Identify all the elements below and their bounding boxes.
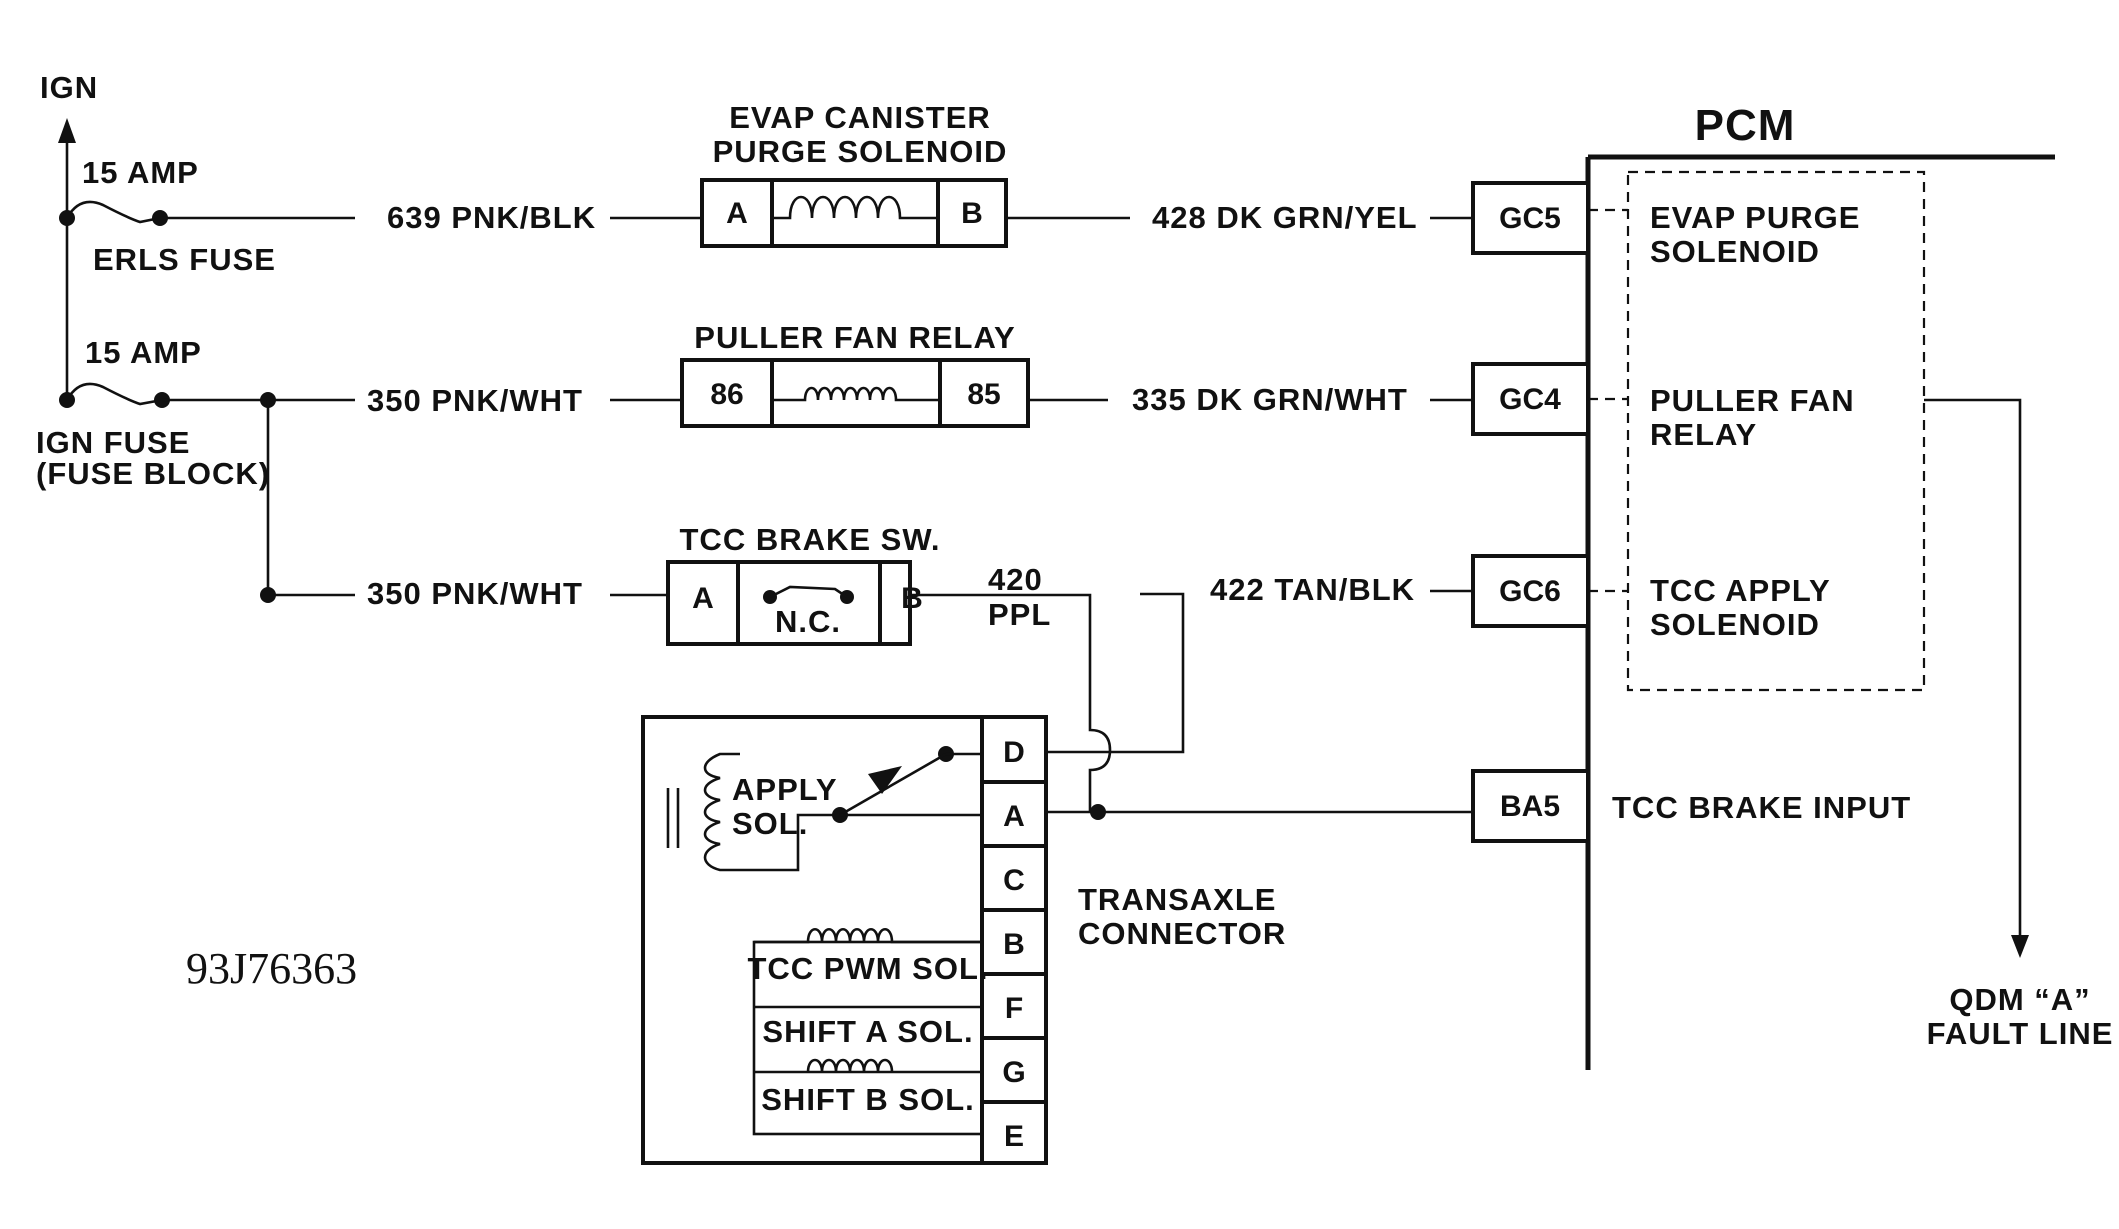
transaxle-label-2: CONNECTOR [1078, 916, 1286, 951]
tcc-pwm-label: TCC PWM SOL. [747, 951, 988, 986]
tcc-pin-a: A [692, 582, 714, 615]
wire-422-path [1046, 592, 1185, 754]
gc4-pin: GC4 [1499, 383, 1561, 416]
fuse1-amp-label: 15 AMP [82, 155, 199, 190]
evap-pin-b: B [961, 197, 983, 230]
qdm-fault-wire [1924, 398, 2022, 945]
relay-pin-86: 86 [710, 378, 743, 411]
pcm-fan-1: PULLER FAN [1650, 383, 1855, 418]
pcm-fan-2: RELAY [1650, 417, 1757, 452]
shift-a-label: SHIFT A SOL. [762, 1014, 973, 1049]
pcm-module: PCM GC5 GC4 GC6 BA5 EVAP PURGE SOLENOID … [1471, 101, 2114, 1070]
erls-fuse-icon [65, 200, 161, 224]
diode-line [839, 752, 947, 817]
pin-b: B [1003, 928, 1025, 961]
fuse2-name-label-2: (FUSE BLOCK) [36, 456, 270, 491]
ign-arrow-icon [58, 118, 76, 143]
relay-coil-icon [772, 386, 940, 402]
pin-column [980, 715, 1048, 1165]
gc6-box [1471, 554, 1590, 628]
pcm-brake-input: TCC BRAKE INPUT [1612, 790, 1911, 825]
figure-id: 93J76363 [186, 944, 357, 993]
gc5-pin: GC5 [1499, 202, 1561, 235]
diode-icon [868, 766, 902, 794]
relay-pin-85: 85 [967, 378, 1000, 411]
tcc-pwm-coil-icon [754, 928, 982, 944]
evap-title-2: PURGE SOLENOID [713, 134, 1008, 169]
pin-a: A [1003, 800, 1025, 833]
fuse2-node [59, 392, 75, 408]
wire-350b-label: 350 PNK/WHT [367, 576, 583, 611]
apply-sol-label-1: APPLY [732, 772, 838, 807]
wire-639-label: 639 PNK/BLK [387, 200, 596, 235]
transaxle-label-1: TRANSAXLE [1078, 882, 1276, 917]
coil-icon [772, 195, 938, 220]
pcm-title: PCM [1695, 101, 1796, 150]
wire-428-label: 428 DK GRN/YEL [1152, 200, 1418, 235]
wire-420-color: PPL [988, 597, 1051, 632]
qdm-label-1: QDM “A” [1949, 982, 2090, 1017]
puller-fan-relay: PULLER FAN RELAY 86 85 [680, 320, 1030, 428]
fuse2-name-label-1: IGN FUSE [36, 425, 190, 460]
ba5-pin: BA5 [1500, 790, 1560, 823]
pin-c: C [1003, 864, 1025, 897]
fuse2-amp-label: 15 AMP [85, 335, 202, 370]
switch-contact-icon [769, 585, 848, 599]
wire-350a-label: 350 PNK/WHT [367, 383, 583, 418]
pin-e: E [1004, 1120, 1024, 1153]
evap-box [700, 178, 1008, 248]
fuse1-name-label: ERLS FUSE [93, 242, 276, 277]
apply-sol-label-2: SOL. [732, 806, 808, 841]
splice-node-2 [260, 587, 276, 603]
qdm-arrow-icon [2011, 935, 2029, 958]
ign-label: IGN [40, 70, 98, 105]
ba5-splice-node [1090, 804, 1106, 820]
pcm-evap-2: SOLENOID [1650, 234, 1820, 269]
tcc-brake-switch: TCC BRAKE SW. A B N.C. [666, 522, 941, 646]
tcc-box [666, 560, 912, 646]
tcc-pin-b: B [901, 582, 923, 615]
wire-335-label: 335 DK GRN/WHT [1132, 382, 1408, 417]
ba5-box [1471, 769, 1590, 843]
wire-420-path [1020, 593, 1112, 812]
pin-f: F [1005, 992, 1023, 1025]
tcc-title: TCC BRAKE SW. [680, 522, 941, 557]
evap-title-1: EVAP CANISTER [729, 100, 991, 135]
shift-b-label: SHIFT B SOL. [761, 1082, 975, 1117]
apply-sol-coil-icon [703, 752, 840, 872]
tcc-nc-label: N.C. [775, 604, 841, 639]
shift-b-coil-icon [806, 1058, 894, 1073]
fuse1-node [59, 210, 75, 226]
wire-422-label: 422 TAN/BLK [1210, 572, 1415, 607]
pcm-tcc-1: TCC APPLY [1650, 573, 1831, 608]
gc6-pin: GC6 [1499, 575, 1561, 608]
relay-title: PULLER FAN RELAY [694, 320, 1015, 355]
power-feed: IGN 15 AMP ERLS FUSE 15 AMP IGN FUSE (FU… [36, 70, 355, 603]
wire-420-num: 420 [988, 562, 1043, 597]
pcm-internal-box [1626, 170, 1926, 692]
transaxle-connector: D A C B F G E APPLY SOL. TCC PWM SOL. SH… [641, 715, 1286, 1165]
pin-g: G [1002, 1056, 1025, 1089]
qdm-label-2: FAULT LINE [1927, 1016, 2114, 1051]
evap-purge-solenoid: EVAP CANISTER PURGE SOLENOID A B [700, 100, 1008, 248]
gc5-box [1471, 181, 1590, 255]
pcm-tcc-2: SOLENOID [1650, 607, 1820, 642]
ign-fuse-icon [65, 382, 163, 406]
pin-d: D [1003, 736, 1025, 769]
pcm-evap-1: EVAP PURGE [1650, 200, 1860, 235]
evap-pin-a: A [726, 197, 748, 230]
